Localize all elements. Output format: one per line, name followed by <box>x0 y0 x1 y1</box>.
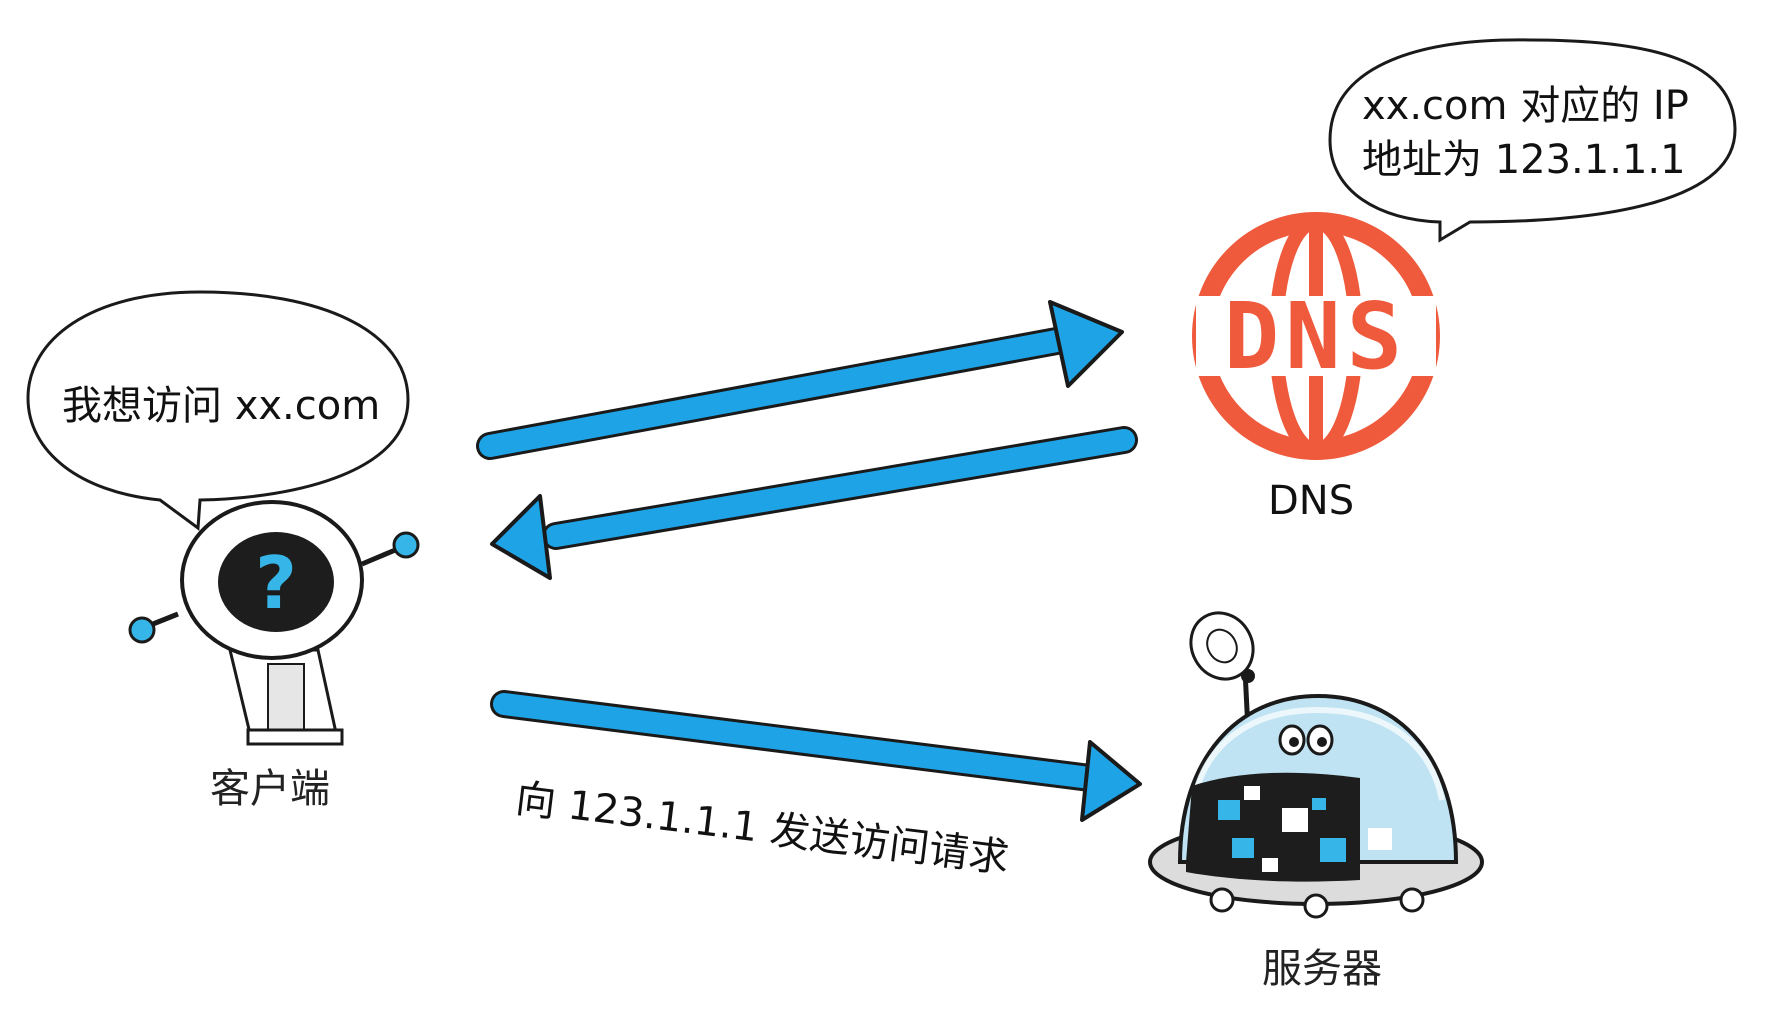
arrow-dns-to-client <box>490 426 1138 580</box>
dns-caption: DNS <box>1268 478 1355 524</box>
dns-speech-line2: 地址为 123.1.1.1 <box>1362 137 1686 183</box>
client-label: 客户端 <box>210 766 330 812</box>
dns-speech-line1: xx.com 对应的 IP <box>1362 83 1689 129</box>
client-speech-text: 我想访问 xx.com <box>62 383 381 429</box>
client-robot: ? <box>128 500 420 746</box>
dns-globe-icon: DNS <box>1192 212 1440 460</box>
arrow-client-to-dns <box>476 300 1124 460</box>
server-robot <box>1148 611 1484 919</box>
arrow-client-to-server <box>490 690 1142 822</box>
client-speech-bubble <box>26 290 410 531</box>
dns-logo-text: DNS <box>1224 283 1408 390</box>
satellite-dish-icon <box>1189 611 1255 681</box>
question-mark-icon: ? <box>255 541 297 625</box>
server-label: 服务器 <box>1262 946 1382 992</box>
dns-speech-bubble <box>1328 38 1737 243</box>
